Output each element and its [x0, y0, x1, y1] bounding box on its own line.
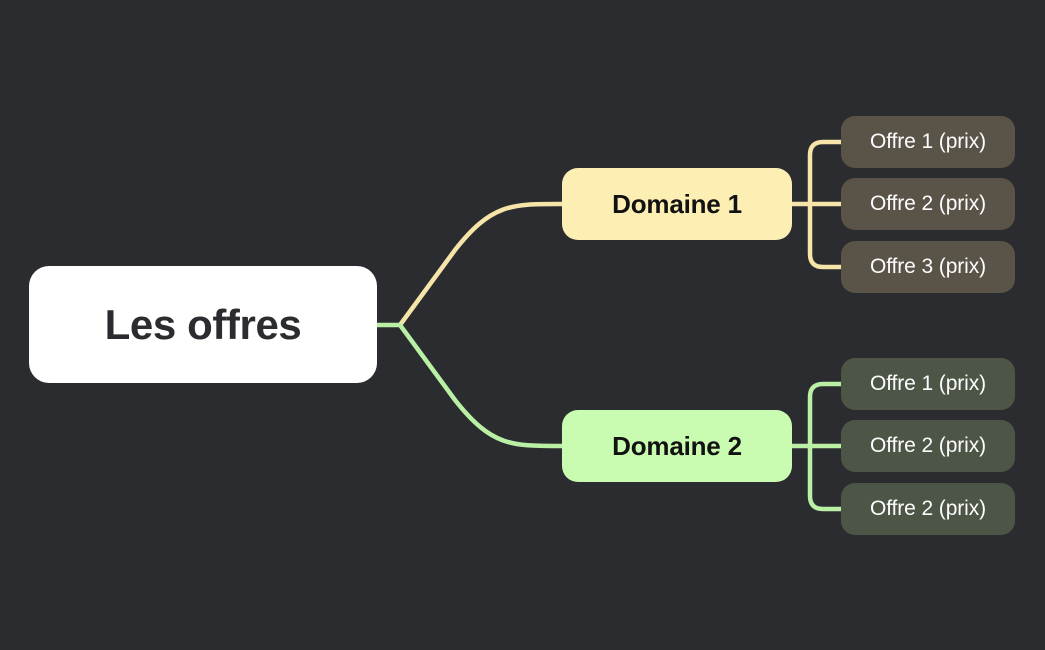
node-domaine-2-offre-2[interactable]: Offre 2 (prix) [841, 420, 1015, 472]
node-domaine-1-offre-3-label: Offre 3 (prix) [869, 255, 987, 278]
node-root[interactable]: Les offres [29, 266, 377, 383]
node-domaine-1-offre-2[interactable]: Offre 2 (prix) [841, 178, 1015, 230]
node-domaine-2-offre-3-label: Offre 2 (prix) [869, 497, 987, 520]
edge-domaine-1-leaf-1 [807, 139, 844, 207]
node-domaine-1-offre-2-label: Offre 2 (prix) [869, 192, 987, 215]
edge-domaine-1-leaf-3 [807, 201, 844, 270]
node-domaine-1-offre-1-label: Offre 1 (prix) [869, 130, 987, 153]
edge-root-to-domaine-1 [397, 201, 565, 328]
node-domaine-2[interactable]: Domaine 2 [562, 410, 792, 482]
node-domaine-2-offre-3[interactable]: Offre 2 (prix) [841, 483, 1015, 535]
edge-root-to-domaine-2 [397, 322, 565, 449]
node-domaine-1-offre-3[interactable]: Offre 3 (prix) [841, 241, 1015, 293]
node-domaine-1[interactable]: Domaine 1 [562, 168, 792, 240]
edge-domaine-2-leaf-1 [807, 381, 844, 449]
node-domaine-2-offre-2-label: Offre 2 (prix) [869, 434, 987, 457]
edge-domaine-2-leaf-3 [807, 443, 844, 512]
node-root-label: Les offres [104, 300, 302, 348]
node-domaine-1-offre-1[interactable]: Offre 1 (prix) [841, 116, 1015, 168]
node-domaine-1-label: Domaine 1 [612, 188, 742, 219]
node-domaine-2-offre-1[interactable]: Offre 1 (prix) [841, 358, 1015, 410]
node-domaine-2-label: Domaine 2 [612, 430, 742, 461]
node-domaine-2-offre-1-label: Offre 1 (prix) [869, 372, 987, 395]
